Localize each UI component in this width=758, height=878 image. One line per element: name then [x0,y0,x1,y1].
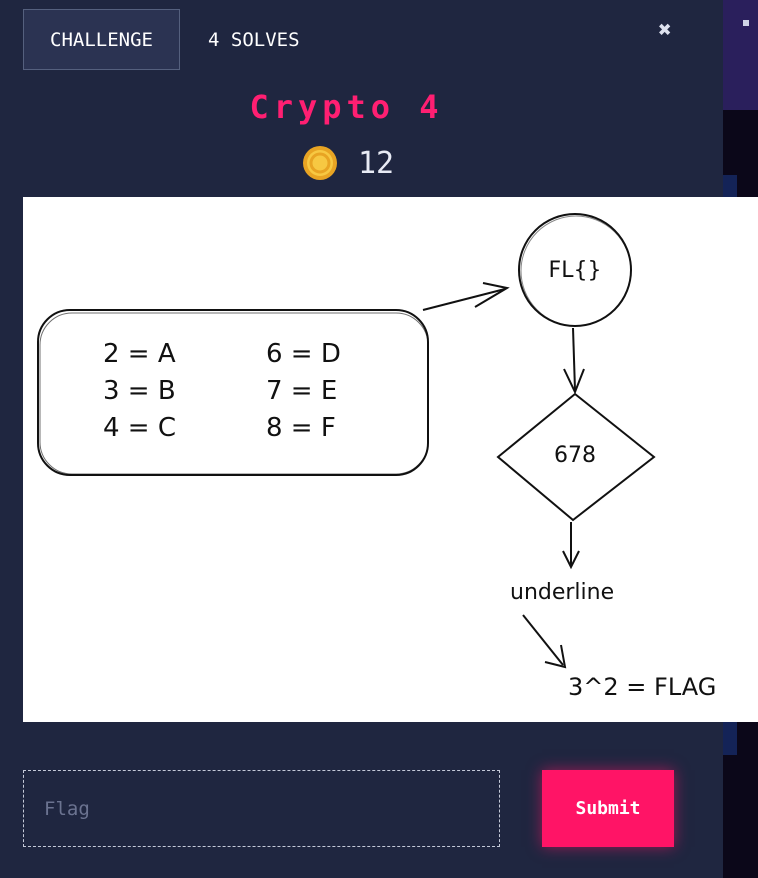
underline-text: underline [510,580,614,605]
arrow [422,288,506,311]
challenge-image: 2 = A 6 = D 3 = B 7 = E 4 = C 8 = F FL{}… [23,197,758,722]
tab-challenge[interactable]: CHALLENGE [23,9,180,70]
coin-icon [303,146,337,180]
circle-text: FL{} [549,258,602,283]
bottom-text: 3^2 = FLAG [568,673,716,701]
mapping-text: 6 = D [266,339,341,369]
close-icon[interactable]: ✖ [658,18,672,43]
challenge-diagram: 2 = A 6 = D 3 = B 7 = E 4 = C 8 = F FL{}… [37,213,716,701]
submit-button[interactable]: Submit [542,770,674,847]
background-block [723,0,758,110]
mapping-box [37,309,429,476]
flag-input[interactable] [23,770,500,847]
points-display: 12 [302,142,394,184]
diamond-text: 678 [554,443,596,468]
challenge-title: Crypto 4 [249,88,444,126]
mapping-text: 8 = F [266,413,336,443]
background-dot [743,20,749,26]
mapping-text: 4 = C [103,413,176,443]
diamond-shape [496,392,656,522]
mapping-text: 7 = E [266,376,337,406]
mapping-text: 2 = A [103,339,176,369]
tab-solves[interactable]: 4 SOLVES [208,28,300,51]
points-value: 12 [358,145,395,181]
mapping-text: 3 = B [103,376,176,406]
